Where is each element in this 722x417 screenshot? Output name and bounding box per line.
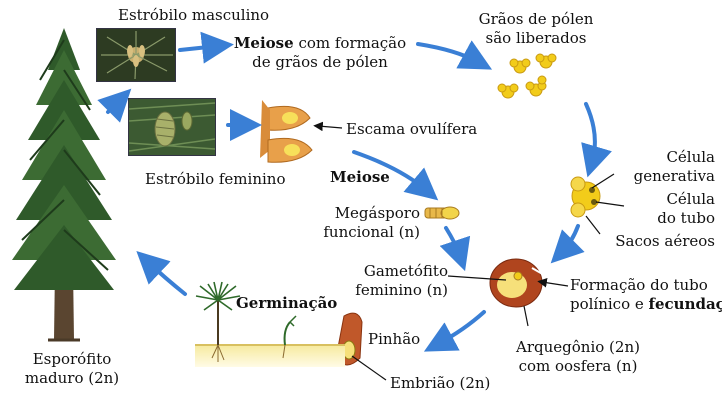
megaspore-illustration (424, 206, 460, 220)
germination-scene (195, 281, 345, 367)
generative-cell-line1: Célula (666, 148, 715, 166)
archegonium-label: Arquegônio (2n) com oosfera (n) (508, 338, 648, 376)
meiosis-rest-text: com formação (293, 34, 407, 52)
male-strobilus-label: Estróbilo masculino (118, 6, 270, 24)
generative-cell-label: Célula generativa (610, 148, 715, 186)
pine-tree-illustration (12, 28, 116, 342)
embryo-label: Embrião (2n) (390, 374, 491, 392)
sporophyte-line1: Esporófito (32, 350, 112, 368)
tube-cell-line1: Célula (666, 190, 715, 208)
pollen-tube-line2a: polínico e (570, 295, 649, 313)
pointer-lines (313, 121, 625, 381)
meiosis-line2-text: de grãos de pólen (252, 53, 388, 71)
pollen-released-label: Grãos de pólen são liberados (470, 10, 602, 48)
female-strobilus-photo (128, 98, 216, 156)
pollen-released-line1: Grãos de pólen (478, 10, 594, 28)
pollen-tube-line1: Formação do tubo (570, 276, 708, 294)
functional-megaspore-label: Megásporo funcional (n) (300, 204, 420, 242)
female-strobilus-label: Estróbilo feminino (145, 170, 286, 188)
male-strobilus-photo (96, 28, 176, 82)
megaspore-line2: funcional (n) (323, 223, 420, 241)
meiosis-pollen-label: Meiose com formação de grãos de pólen (222, 34, 418, 72)
germination-label: Germinação (236, 294, 337, 313)
megaspore-line1: Megásporo (334, 204, 420, 222)
ovule-illustration (489, 258, 547, 308)
air-sacs-label: Sacos aéreos (615, 232, 715, 250)
ovuliferous-scale-label: Escama ovulífera (346, 120, 478, 138)
pollen-grain-detail (570, 176, 601, 218)
tube-cell-label: Célula do tubo (620, 190, 715, 228)
female-gametophyte-line1: Gametófito (363, 262, 448, 280)
sporophyte-line2: maduro (2n) (24, 369, 120, 387)
pine-nut-label: Pinhão (368, 330, 421, 348)
meiosis-female-label: Meiose (330, 168, 390, 187)
meiosis-female-bold: Meiose (330, 168, 390, 186)
fertilization-bold: fecundação (648, 295, 722, 313)
ovuliferous-scale (260, 100, 313, 163)
meiosis-bold-text: Meiose (233, 34, 294, 52)
mature-sporophyte-label: Esporófito maduro (2n) (14, 350, 130, 388)
pollen-tube-fertilization-label: Formação do tubo polínico e fecundação (570, 276, 722, 314)
cycle-arrows (97, 31, 612, 352)
female-gametophyte-line2: feminino (n) (355, 281, 448, 299)
pollen-released-line2: são liberados (485, 29, 587, 47)
archegonium-line1: Arquegônio (2n) (516, 338, 640, 356)
tube-cell-line2: do tubo (657, 209, 715, 227)
pollen-grains (497, 53, 557, 99)
germination-bold: Germinação (236, 294, 338, 312)
generative-cell-line2: generativa (633, 167, 715, 185)
female-gametophyte-label: Gametófito feminino (n) (330, 262, 448, 300)
archegonium-line2: com oosfera (n) (518, 357, 638, 375)
